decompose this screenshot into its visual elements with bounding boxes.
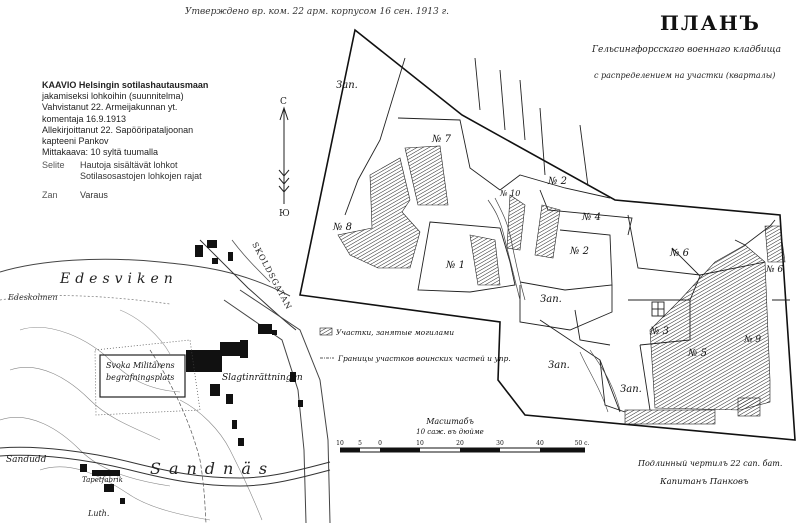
- finnish-caption: KAAVIO Helsingin sotilashautausmaan jaka…: [42, 80, 272, 158]
- hatch-small-right: [737, 397, 761, 417]
- finnish-legend-row: Sotilasosastojen lohkojen rajat: [42, 171, 282, 182]
- scale-tick-label: 40: [536, 440, 544, 447]
- old-map-slaughter-label: Slagtinrättningen: [222, 373, 303, 383]
- compass: С Ю: [278, 97, 290, 219]
- plot-n9: № 9: [743, 335, 761, 345]
- finnish-legend-text: Sotilasosastojen lohkojen rajat: [80, 171, 202, 181]
- finnish-legend-text: Hautoja sisältävät lohkot: [80, 160, 178, 170]
- scale-title: Масштабъ: [425, 417, 474, 426]
- caption-line-5: Allekirjoittanut 22. Sapööripataljoonan: [42, 124, 194, 135]
- caption-line-2: jakamiseksi lohkoihin (suunnitelma): [42, 91, 184, 102]
- hatch-n7-area: [404, 145, 449, 206]
- finnish-legend: Selite Hautoja sisältävät lohkot Sotilas…: [42, 160, 282, 201]
- scale-subtitle: 10 саж. въ дюйме: [416, 428, 484, 436]
- hatch-n6-area: [764, 225, 786, 263]
- compass-south-label: Ю: [279, 209, 290, 219]
- old-city-map: Edesviken Edeskolmen SKOLDSGATAN Svoka M…: [0, 239, 331, 523]
- scale-tick-label: 5: [358, 440, 362, 447]
- scale-tick-label: 10: [336, 440, 344, 447]
- plot-n2-upper: № 2: [547, 176, 567, 187]
- old-map-luth-label: Luth.: [87, 509, 109, 518]
- plot-n1: № 1: [445, 260, 465, 271]
- scale-ticks: 10 5 0 10 20 30 40 50 с.: [336, 440, 589, 447]
- signature-block: Подлинный чертилъ 22 сап. бат. Капитанъ …: [637, 459, 782, 487]
- old-map-sandnas-label: Sandnäs: [150, 459, 275, 478]
- old-map-cemetery-label-1: Svoka Militärens: [106, 361, 175, 370]
- hatch-n2-area: [534, 204, 561, 259]
- plan-subtitle-2: с распределением на участки (кварталы): [594, 71, 775, 80]
- old-map-lagoon-label: Edesviken: [59, 271, 178, 287]
- plot-zap-bottom: Зап.: [620, 384, 642, 395]
- plot-n8: № 8: [332, 222, 352, 233]
- finnish-legend-row: Zan Varaus: [42, 190, 282, 201]
- plot-n3: № 3: [649, 326, 669, 337]
- plot-n6: № 6: [669, 248, 690, 259]
- plan-legend: Участки, занятые могилами Границы участк…: [319, 327, 511, 363]
- old-map-cemetery-label-2: begrafningsplats: [106, 373, 174, 382]
- scale-tick-label: 50 с.: [575, 440, 590, 447]
- plot-boundaries: [344, 57, 790, 413]
- caption-line-6: kapteeni Pankov: [42, 136, 109, 147]
- top-note: Утверждено вр. ком. 22 арм. корпусом 16 …: [185, 7, 449, 17]
- plan-title-block: ПЛАНЪ Гельсингфорсскаго военнаго кладбищ…: [591, 11, 781, 80]
- scale-bar: Масштабъ 10 саж. въ дюйме 10 5 0 10 20 30 40 50…: [336, 417, 589, 453]
- caption-line-1: KAAVIO Helsingin sotilashautausmaan: [42, 80, 209, 90]
- hatch-bottom-strip: [624, 409, 716, 425]
- plot-n4: № 4: [581, 212, 601, 223]
- plot-n10: № 10: [499, 189, 520, 198]
- caption-line-7: Mittakaava: 10 syltä tuumalla: [42, 147, 159, 158]
- cemetery-plan: Зап. № 7 № 8 № 1 № 10 № 2 № 4 № 2 № 6 № …: [299, 28, 796, 441]
- old-map-shore-label: Edeskolmen: [7, 293, 58, 302]
- signature-line-1: Подлинный чертилъ 22 сап. бат.: [637, 459, 782, 468]
- old-map-factory-label: Tapetfabrik: [82, 476, 123, 484]
- finnish-legend-key: [42, 171, 70, 182]
- scale-tick-label: 10: [416, 440, 424, 447]
- finnish-legend-key: Zan: [42, 190, 58, 200]
- caption-line-3: Vahvistanut 22. Armeijakunnan yt.: [42, 102, 178, 113]
- plot-n6-right: № 6: [765, 265, 783, 275]
- plot-n5: № 5: [687, 348, 707, 359]
- plan-subtitle-1: Гельсингфорсскаго военнаго кладбища: [591, 44, 781, 55]
- hatch-n1-area: [469, 234, 501, 286]
- plot-zap-low: Зап.: [548, 360, 570, 371]
- hatch-n10-area: [506, 194, 526, 251]
- hatch-n8-area: [337, 157, 421, 269]
- legend-boundaries: Границы участков воинских частей и упр.: [337, 354, 511, 363]
- old-map-sandudd-label: Sandudd: [6, 455, 47, 465]
- plan-title: ПЛАНЪ: [660, 11, 761, 35]
- finnish-legend-key: Selite: [42, 160, 65, 170]
- signature-line-2: Капитанъ Панковъ: [659, 477, 749, 487]
- compass-north-label: С: [280, 97, 287, 107]
- legend-graves: Участки, занятые могилами: [336, 328, 454, 337]
- plot-zap-nw: Зап.: [336, 80, 358, 91]
- plot-n2-lower: № 2: [569, 246, 589, 257]
- plot-zap-mid: Зап.: [540, 294, 562, 305]
- scale-tick-label: 0: [378, 440, 382, 447]
- caption-line-4: komentaja 16.9.1913: [42, 113, 127, 124]
- plot-n7: № 7: [431, 134, 452, 145]
- scale-tick-label: 30: [496, 440, 504, 447]
- scale-tick-label: 20: [456, 440, 464, 447]
- finnish-legend-text: Varaus: [80, 190, 108, 200]
- finnish-legend-row: Selite Hautoja sisältävät lohkot: [42, 160, 282, 171]
